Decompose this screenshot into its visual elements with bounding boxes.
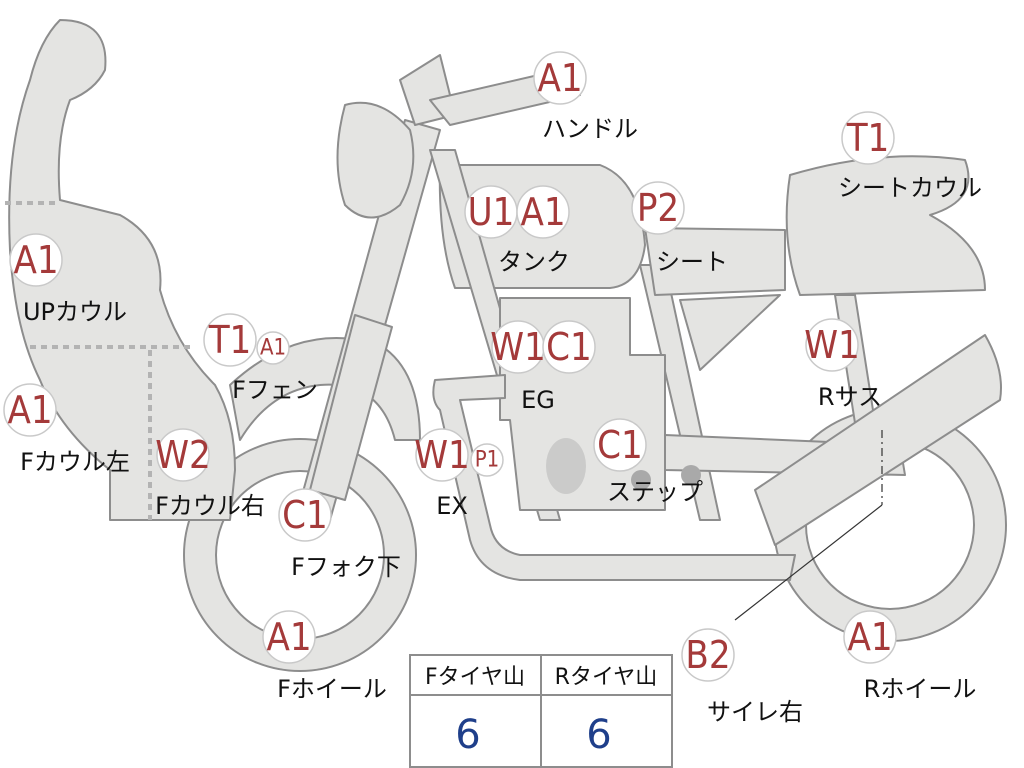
badge-code-text: A1 [266, 615, 311, 659]
seat-cowl-code-badge: T1 [841, 111, 895, 165]
badge-circle [841, 111, 895, 165]
badge-circle [681, 628, 735, 682]
rear-tire-header: Rタイヤ山 [555, 665, 658, 690]
badge-circle [516, 185, 570, 239]
badge-circle [805, 318, 859, 372]
label-tank: タンク [498, 248, 570, 276]
badge-code-text: P2 [637, 186, 679, 230]
badge-circle [593, 418, 647, 472]
badge-code-text: A1 [520, 190, 565, 234]
label-handle: ハンドル [542, 115, 638, 143]
badge-circle [262, 610, 316, 664]
up-cowl-code-badge: A1 [9, 233, 63, 287]
badge-code-text: A1 [847, 615, 892, 659]
badge-code-text: W2 [155, 433, 211, 477]
label-r-sus: Rサス [818, 383, 882, 411]
headlight-shape [336, 101, 415, 219]
rear-tire-value: 6 [586, 712, 611, 758]
badge-code-text: C1 [282, 493, 328, 537]
label-seat: シート [656, 248, 728, 276]
f-fender-code-2-badge: A1 [256, 331, 290, 365]
exhaust-shape [432, 374, 796, 581]
badge-code-text: A1 [260, 336, 286, 361]
silencer-right-code-badge: B2 [681, 628, 735, 682]
badge-code-text: T1 [208, 318, 252, 362]
up-cowl-shape [8, 19, 236, 521]
badge-code-text: A1 [13, 238, 58, 282]
tire-tread-table: Fタイヤ山 Rタイヤ山 6 6 [409, 654, 673, 768]
r-sus-code-badge: W1 [804, 318, 860, 372]
badge-circle [3, 383, 57, 437]
badge-code-text: W1 [490, 325, 546, 369]
badge-circle [542, 320, 596, 374]
seat-code-badge: P2 [631, 181, 685, 235]
badge-circle [415, 428, 469, 482]
badge-circle [156, 428, 210, 482]
label-step: ステップ [607, 478, 703, 506]
part-labels: ハンドル シートカウル タンク シート UPカウル Fフェン EG Rサス Fカ… [20, 115, 982, 726]
fork-lower-shape [309, 314, 393, 501]
r-wheel-code-badge: A1 [843, 610, 897, 664]
badge-circle [843, 610, 897, 664]
eg-code-1-badge: W1 [490, 320, 546, 374]
ex-code-1-badge: W1 [414, 428, 470, 482]
badge-code-text: W1 [414, 433, 470, 477]
label-silencer-right: サイレ右 [707, 698, 803, 726]
badge-code-text: U1 [468, 190, 515, 234]
badge-circle [533, 51, 587, 105]
ex-code-2-badge: P1 [470, 443, 504, 477]
badge-circle [256, 331, 290, 365]
eg-code-2-badge: C1 [542, 320, 596, 374]
label-f-cowl-right: Fカウル右 [155, 492, 265, 520]
badge-code-text: C1 [597, 423, 643, 467]
f-cowl-right-code-badge: W2 [155, 428, 211, 482]
badge-code-text: A1 [537, 56, 582, 100]
f-fender-code-1-badge: T1 [203, 313, 257, 367]
badge-circle [631, 181, 685, 235]
f-fork-lower-code-badge: C1 [278, 488, 332, 542]
badge-code-text: W1 [804, 323, 860, 367]
label-eg: EG [521, 386, 555, 414]
label-up-cowl: UPカウル [23, 298, 127, 326]
label-seat-cowl: シートカウル [838, 174, 982, 202]
badge-code-text: P1 [475, 448, 500, 473]
handle-code-badge: A1 [533, 51, 587, 105]
silencer-shape [754, 334, 1002, 546]
label-f-fork-lower: Fフォク下 [291, 553, 401, 581]
badge-circle [470, 443, 504, 477]
badge-circle [203, 313, 257, 367]
badge-code-text: T1 [846, 116, 890, 160]
label-r-wheel: Rホイール [864, 675, 977, 703]
badge-code-text: B2 [685, 633, 730, 677]
tank-code-1-badge: U1 [464, 185, 518, 239]
label-f-fender: Fフェン [232, 376, 318, 404]
front-tire-value: 6 [455, 712, 480, 758]
label-f-wheel: Fホイール [277, 675, 387, 703]
seat-cowl-shape [785, 155, 986, 296]
badge-circle [9, 233, 63, 287]
badge-circle [278, 488, 332, 542]
label-f-cowl-left: Fカウル左 [20, 448, 130, 476]
seat-shape [644, 227, 786, 296]
f-cowl-left-code-badge: A1 [3, 383, 57, 437]
badge-code-text: C1 [546, 325, 592, 369]
badge-code-text: A1 [7, 388, 52, 432]
f-wheel-code-badge: A1 [262, 610, 316, 664]
step-code-badge: C1 [593, 418, 647, 472]
label-ex: EX [436, 492, 468, 520]
front-tire-header: Fタイヤ山 [425, 665, 525, 690]
tank-code-2-badge: A1 [516, 185, 570, 239]
